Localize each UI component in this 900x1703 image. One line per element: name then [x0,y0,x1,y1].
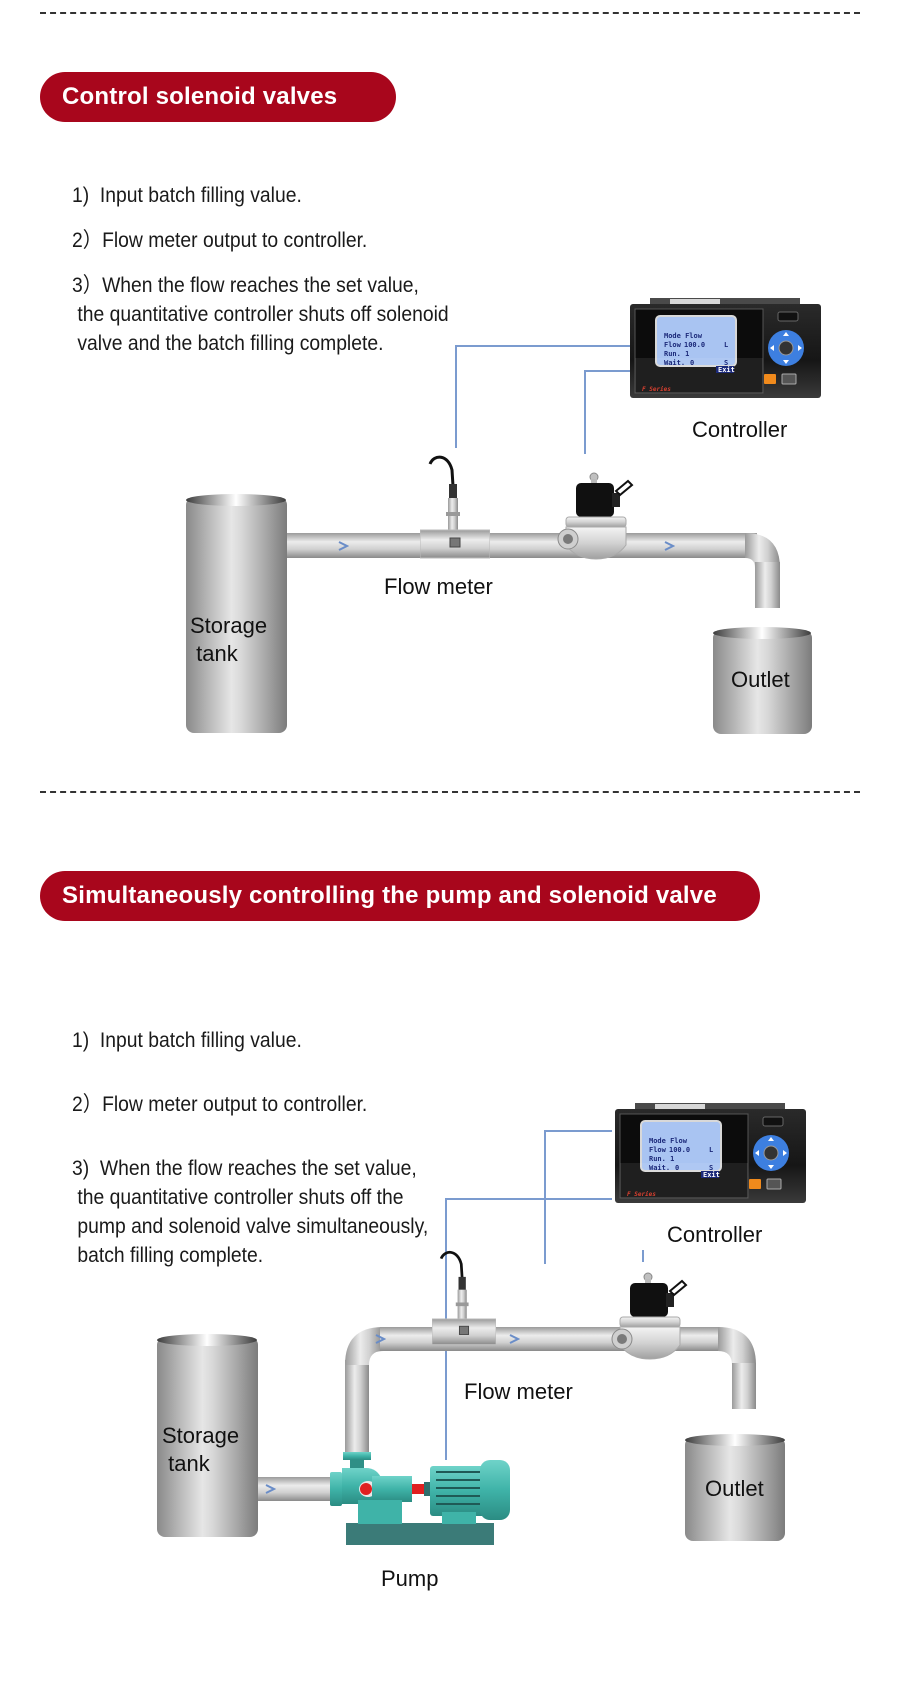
signal-wire [445,1198,612,1460]
signal-wire [544,1130,612,1264]
brand-logo: F Series [627,1191,656,1198]
pump-device [330,1452,510,1545]
controller-label: Controller [692,417,788,442]
section-title-pill: Simultaneously controlling the pump and … [40,871,760,921]
lcd-line-2-unit: L [724,341,728,349]
lcd-line-3: Run. 1 [649,1155,674,1163]
lcd-line-2-value: 100.0 [669,1146,690,1154]
outlet-label: Outlet [731,667,790,692]
controller-device: Mode Flow Flow 100.0 L Run. 1 Wait. 0 S … [630,298,821,398]
lcd-line-4-unit: S [724,359,728,367]
section-title: Simultaneously controlling the pump and … [62,882,717,909]
solenoid-valve-device [610,1271,688,1361]
lcd-line-3: Run. 1 [664,350,689,358]
controller-label: Controller [667,1222,763,1247]
step-3: 3) When the flow reaches the set value, … [72,1157,429,1267]
flow-meter-device [420,455,490,560]
flow-meter-device [432,1250,496,1347]
flow-meter-label: Flow meter [384,574,493,599]
lcd-line-2-value: 100.0 [684,341,705,349]
pipe [287,533,780,608]
outlet-label: Outlet [705,1476,764,1501]
step-2: 2）Flow meter output to controller. [72,1093,368,1116]
lcd-line-1: Mode Flow [664,332,703,340]
flow-meter-label: Flow meter [464,1379,573,1404]
storage-tank [157,1334,258,1537]
section-title: Control solenoid valves [62,83,338,110]
section-title-pill: Control solenoid valves [40,72,396,122]
lcd-line-4-value: 0 [675,1164,679,1172]
step-2: 2）Flow meter output to controller. [72,229,368,252]
storage-tank-label: Storage tank [190,613,268,666]
outlet-tank [685,1434,785,1541]
lcd-line-2-label: Flow [664,341,682,349]
storage-tank-label: Storage tank [162,1423,240,1476]
step-1: 1) Input batch filling value. [72,1029,302,1052]
lcd-exit-key: Exit [718,366,735,374]
lcd-line-4-value: 0 [690,359,694,367]
lcd-line-4-label: Wait. [664,359,685,367]
step-1: 1) Input batch filling value. [72,184,302,207]
lcd-line-2-label: Flow [649,1146,667,1154]
solenoid-valve-device [556,471,634,561]
lcd-line-1: Mode Flow [649,1137,688,1145]
signal-wire [584,370,640,454]
step-3: 3）When the flow reaches the set value, t… [72,274,449,355]
pump-label: Pump [381,1566,439,1591]
signal-wire [455,345,640,448]
lcd-line-4-label: Wait. [649,1164,670,1172]
lcd-line-2-unit: L [709,1146,713,1154]
section-divider [40,12,860,14]
brand-logo: F Series [642,386,671,393]
storage-tank [186,494,287,733]
section-divider [40,791,860,793]
controller-device: Mode Flow Flow 100.0 L Run. 1 Wait. 0 S … [615,1103,806,1203]
outlet-tank [713,627,812,734]
lcd-exit-key: Exit [703,1171,720,1179]
lcd-line-4-unit: S [709,1164,713,1172]
